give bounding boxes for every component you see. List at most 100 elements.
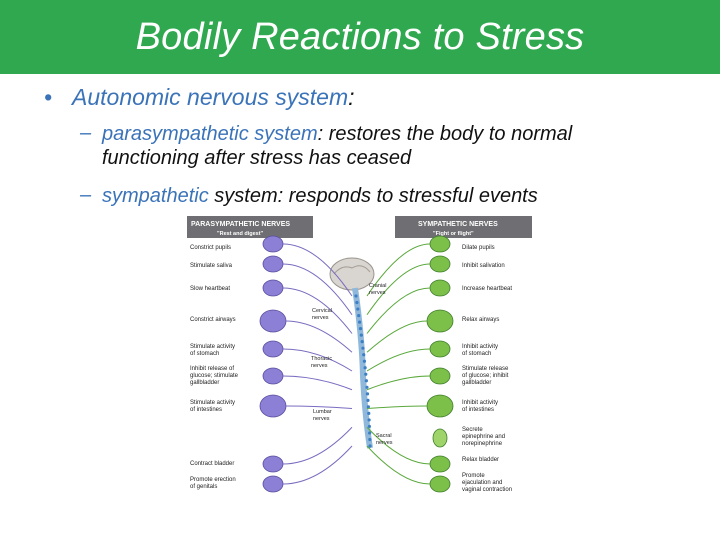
- spine-label: Lumbar: [313, 409, 332, 415]
- symp-label: Relax airways: [462, 317, 499, 323]
- slide-title: Bodily Reactions to Stress: [135, 15, 585, 58]
- symp-nerve-line: [366, 287, 431, 334]
- spine-label: Cranial: [369, 283, 386, 289]
- vertebra-dot: [356, 307, 360, 311]
- spinal-cord-icon: [352, 287, 373, 449]
- spine-label: nerves: [369, 290, 386, 296]
- symp-header: SYMPATHETIC NERVES: [418, 221, 498, 228]
- para-nerve-line: [282, 287, 353, 334]
- brain-icon: [329, 257, 375, 291]
- symp-nerve-line: [366, 375, 431, 391]
- para-nerve-line: [285, 320, 353, 353]
- para-label: Stimulate activity: [190, 344, 235, 350]
- bullet-term: Autonomic nervous system: [72, 84, 349, 110]
- para-subheader: "Rest and digest": [217, 231, 264, 237]
- parasympathetic-desc-1: restores the body to normal: [323, 123, 573, 145]
- parasympathetic-colon: :: [317, 123, 324, 145]
- para-heart-icon: [262, 279, 284, 297]
- symp-label: epinephrine and: [462, 434, 505, 440]
- vertebra-dot: [367, 424, 372, 429]
- para-label: Contract bladder: [190, 461, 234, 467]
- symp-label: of intestines: [462, 407, 494, 413]
- brain-fold-icon: [333, 265, 371, 275]
- nervous-system-diagram: PARASYMPATHETIC NERVES "Rest and digest"…: [187, 216, 532, 500]
- symp-subheader: "Fight or flight": [433, 231, 474, 237]
- vertebra-dot: [360, 340, 364, 344]
- para-label: Stimulate saliva: [190, 263, 233, 269]
- bullet-text: Autonomic nervous system:: [72, 84, 355, 111]
- vertebra-dot: [362, 359, 367, 363]
- sympathetic-desc: system: responds to stressful events: [208, 185, 538, 207]
- symp-label: Relax bladder: [462, 457, 499, 463]
- vertebra-dot: [365, 392, 370, 396]
- para-nerve-line: [285, 405, 353, 409]
- symp-label: ejaculation and: [462, 480, 502, 486]
- symp-nerve-line: [366, 263, 431, 316]
- para-nerve-line: [282, 426, 353, 465]
- symp-nerve-line: [366, 426, 431, 465]
- para-nerve-line: [282, 348, 353, 372]
- parasympathetic-desc-2: functioning after stress has ceased: [102, 147, 412, 169]
- symp-heart-icon: [429, 279, 451, 297]
- vertebrae-group: [354, 294, 372, 448]
- organ-group: [259, 235, 454, 493]
- para-lungs-icon: [259, 309, 287, 333]
- symp-nerve-line: [366, 348, 431, 372]
- para-genitals-icon: [262, 475, 284, 493]
- symp-label: Secrete: [462, 427, 483, 433]
- vertebra-dot: [366, 398, 370, 402]
- vertebra-dot: [368, 437, 372, 442]
- sympathetic-term: sympathetic: [102, 185, 209, 207]
- vertebra-dot: [359, 333, 363, 337]
- para-mouth-icon: [262, 255, 284, 273]
- vertebra-dot: [365, 385, 369, 389]
- sub-bullet-marker: –: [80, 184, 92, 206]
- spine-label: Thoracic: [311, 356, 332, 362]
- symp-liver-icon: [429, 367, 451, 385]
- para-label: of stomach: [190, 351, 219, 357]
- spine-label: Sacral: [376, 433, 392, 439]
- parasympathetic-term: parasympathetic system: [102, 123, 318, 145]
- para-header: PARASYMPATHETIC NERVES: [191, 221, 290, 228]
- bullet-marker: •: [44, 84, 53, 110]
- para-label-group: Constrict pupils Stimulate saliva Slow h…: [190, 245, 239, 490]
- symp-nerve-line: [366, 243, 431, 297]
- vertebra-dot: [358, 327, 363, 331]
- symp-label: vaginal contraction: [462, 487, 512, 493]
- para-label: of intestines: [190, 407, 222, 413]
- spine-label: nerves: [311, 363, 328, 369]
- symp-nerve-line: [366, 445, 431, 485]
- symp-label: Inhibit activity: [462, 400, 498, 406]
- para-label: Stimulate activity: [190, 400, 235, 406]
- para-nerve-line: [282, 263, 353, 316]
- vertebra-dot: [367, 418, 371, 422]
- spine-label-group: Cranial nerves Cervical nerves Thoracic …: [311, 283, 393, 446]
- para-header-bg: [187, 216, 313, 238]
- symp-intestines-icon: [426, 394, 454, 418]
- vertebra-dot: [354, 294, 358, 298]
- para-liver-icon: [262, 367, 284, 385]
- para-label: Constrict airways: [190, 317, 236, 323]
- bullet-colon: :: [348, 84, 355, 110]
- vertebra-dot: [357, 313, 361, 318]
- para-label: Slow heartbeat: [190, 286, 230, 292]
- para-intestines-icon: [259, 394, 287, 418]
- para-label: Constrict pupils: [190, 245, 231, 251]
- vertebra-dot: [368, 444, 372, 448]
- spine-label: nerves: [313, 416, 330, 422]
- vertebra-dot: [364, 379, 368, 383]
- sub-bullet-marker: –: [80, 122, 92, 144]
- symp-stomach-icon: [429, 340, 451, 358]
- sub-bullet-text: sympathetic system: responds to stressfu…: [102, 184, 692, 208]
- nervous-system-svg: PARASYMPATHETIC NERVES "Rest and digest"…: [187, 216, 532, 493]
- symp-bladder-icon: [429, 455, 451, 473]
- symp-mouth-icon: [429, 255, 451, 273]
- symp-genitals-icon: [429, 475, 451, 493]
- para-nerve-line: [282, 375, 353, 391]
- symp-adrenal-icon: [432, 428, 448, 448]
- symp-label: Dilate pupils: [462, 245, 495, 251]
- para-label: Inhibit release of: [190, 366, 234, 372]
- symp-label: of glucose; inhibit: [462, 373, 509, 379]
- sub-bullet-text: parasympathetic system: restores the bod…: [102, 122, 692, 170]
- spine-label: nerves: [312, 315, 329, 321]
